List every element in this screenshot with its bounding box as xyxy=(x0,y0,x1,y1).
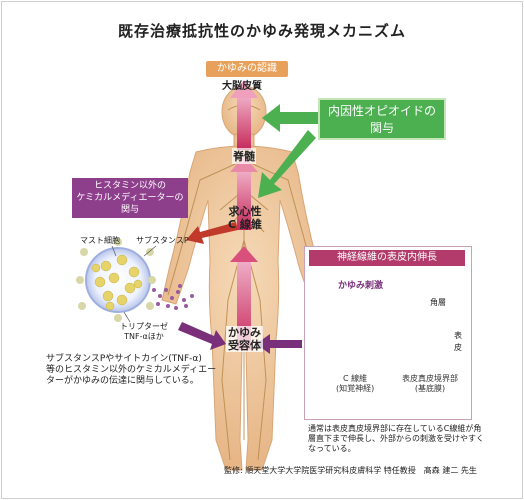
cfiber-label: C 線維 (知覚神経) xyxy=(336,374,374,394)
cfiber-line2: (知覚神経) xyxy=(336,384,375,393)
nerve-to-receptor-arrow xyxy=(256,334,302,354)
nerve-extension-title: 神経線維の表皮内伸長 xyxy=(309,250,465,266)
mediator-arrow xyxy=(186,222,238,244)
itch-stimulus-label: かゆみ刺激 xyxy=(338,281,384,291)
afferent-line2: C 線維 xyxy=(228,218,262,231)
receptor-line1: かゆみ xyxy=(228,326,261,339)
bottom-note-line: なっている。 xyxy=(308,444,356,453)
bottom-note-line: 通常は表皮真皮境界部に存在しているC線維が角 xyxy=(308,424,482,433)
tryptase-dots xyxy=(152,284,194,310)
mast-cell-label: マスト細胞 xyxy=(80,236,120,245)
tryptase-line1: トリプターゼ xyxy=(120,322,168,331)
substance-p-label: サブスタンスP xyxy=(136,236,189,245)
cfiber-line1: C 線維 xyxy=(343,374,368,383)
boundary-line2: (基底膜) xyxy=(414,384,446,393)
left-note-line: 等のヒスタミン以外のケミカルメディエー xyxy=(46,365,217,375)
opioid-line1: 内因性オピオイドの xyxy=(327,104,436,118)
left-note: サブスタンスPやサイトカイン(TNF-α) 等のヒスタミン以外のケミカルメディエ… xyxy=(46,354,216,387)
receptor-label: かゆみ 受容体 xyxy=(226,326,263,352)
itch-recognition-badge: かゆみの認識 xyxy=(206,61,288,77)
mediator-line1: ヒスタミン以外の xyxy=(93,181,166,191)
boundary-line1: 表皮真皮境界部 xyxy=(402,374,458,383)
nerve-extension-panel xyxy=(304,246,472,420)
boundary-label: 表皮真皮境界部 (基底膜) xyxy=(402,374,458,394)
figure-title: 既存治療抵抗性のかゆみ発現メカニズム xyxy=(117,22,406,40)
bottom-note-line: 層直下まで伸長し、外部からの刺激を受けやすく xyxy=(308,434,484,443)
mediator-box: ヒスタミン以外の ケミカルメディエーターの 関与 xyxy=(72,178,188,218)
receptor-arrow xyxy=(178,322,226,350)
stratum-label: 角層 xyxy=(430,298,446,307)
opioid-line2: 関与 xyxy=(369,121,394,135)
supervision-credit: 監修: 順天堂大学大学院医学研究科皮膚科学 特任教授 髙森 建二 先生 xyxy=(224,466,477,475)
afferent-label: 求心性 C 線維 xyxy=(228,205,262,231)
epidermis-label: 表皮 xyxy=(454,331,462,352)
tryptase-line2: TNF-αほか xyxy=(124,332,164,341)
mast-cell xyxy=(76,238,156,322)
afferent-line1: 求心性 xyxy=(228,205,262,218)
tryptase-label: トリプターゼ TNF-αほか xyxy=(120,322,168,342)
brain-label: 大脳皮質 xyxy=(222,81,262,92)
left-note-line: サブスタンスPやサイトカイン(TNF-α) xyxy=(46,354,202,364)
left-note-line: ターがかゆみの伝達に関与している。 xyxy=(46,376,199,386)
receptor-line2: 受容体 xyxy=(228,339,261,352)
spinal-label: 脊髄 xyxy=(232,148,256,164)
mediator-line3: 関与 xyxy=(120,205,139,215)
opioid-arrows xyxy=(258,104,318,198)
mediator-line2: ケミカルメディエーターの xyxy=(76,193,184,203)
opioid-box: 内因性オピオイドの 関与 xyxy=(318,98,446,140)
bottom-note: 通常は表皮真皮境界部に存在しているC線維が角 層直下まで伸長し、外部からの刺激を… xyxy=(308,424,484,454)
